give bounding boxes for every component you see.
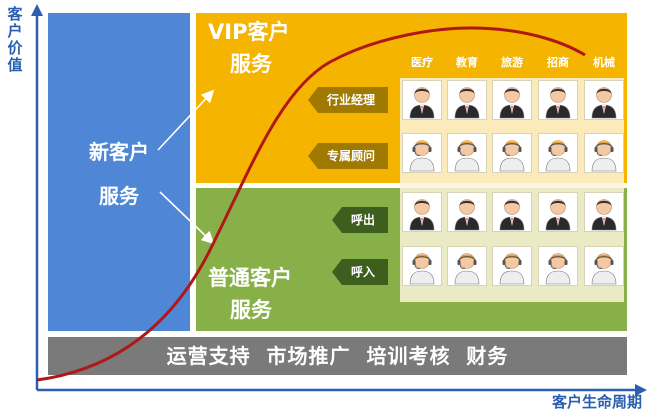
headset-agent-icon <box>403 134 441 172</box>
role-tab-dedicated-advisor: 专属顾问 <box>308 143 388 169</box>
grid-cell <box>584 80 624 120</box>
normal-label: 普通客户 服务 <box>208 262 292 326</box>
grid-cell <box>492 133 532 173</box>
grid-cell <box>538 246 578 286</box>
role-tab-outbound: 呼出 <box>332 207 388 233</box>
y-axis-arrow <box>31 4 43 16</box>
grid-cell <box>447 80 487 120</box>
businessman-icon <box>493 81 531 119</box>
grid-cell <box>538 192 578 232</box>
industry-header-investment: 招商 <box>547 56 569 69</box>
businessman-icon <box>585 81 623 119</box>
grid-cell <box>402 133 442 173</box>
grid-cell <box>402 192 442 232</box>
grid-cell <box>492 192 532 232</box>
new-customer-line2: 服务 <box>99 184 139 208</box>
arrow-to-vip <box>157 89 215 151</box>
normal-line1: 普通客户 <box>208 266 292 290</box>
vip-label: VIP客户 服务 <box>208 16 289 80</box>
businessman-icon <box>493 193 531 231</box>
new-customer-panel <box>48 13 190 331</box>
grid-cell <box>447 133 487 173</box>
headset-agent-icon <box>493 134 531 172</box>
grid-cell <box>447 246 487 286</box>
grid-cell <box>402 246 442 286</box>
businessman-icon <box>585 193 623 231</box>
businessman-icon <box>403 81 441 119</box>
grid-cell <box>447 192 487 232</box>
grid-cell <box>584 133 624 173</box>
x-axis-label: 客户生命周期 <box>551 393 642 411</box>
grid-cell <box>538 80 578 120</box>
new-customer-label: 新客户 服务 <box>48 130 190 218</box>
grid-cell <box>492 246 532 286</box>
grid-cell <box>584 192 624 232</box>
vip-line2: 服务 <box>230 52 272 76</box>
headset-agent-icon <box>448 247 486 285</box>
headset-agent-icon <box>539 247 577 285</box>
businessman-icon <box>448 193 486 231</box>
industry-header-education: 教育 <box>456 56 478 69</box>
headset-agent-icon <box>448 134 486 172</box>
grid-cell <box>492 80 532 120</box>
support-bar <box>48 337 627 375</box>
support-bar-text: 运营支持 市场推广 培训考核 财务 <box>166 344 509 368</box>
headset-agent-icon <box>585 247 623 285</box>
grid-cell <box>402 80 442 120</box>
businessman-icon <box>448 81 486 119</box>
role-tab-industry-manager: 行业经理 <box>308 87 388 113</box>
industry-header-tourism: 旅游 <box>501 56 523 69</box>
normal-line2: 服务 <box>230 298 272 322</box>
arrow-to-normal <box>159 191 215 245</box>
new-customer-line1: 新客户 <box>89 140 149 164</box>
grid-cell <box>538 133 578 173</box>
grid-cell <box>584 246 624 286</box>
customer-value-curve <box>36 26 586 382</box>
businessman-icon <box>403 193 441 231</box>
role-tab-inbound: 呼入 <box>332 259 388 285</box>
headset-agent-icon <box>585 134 623 172</box>
headset-agent-icon <box>403 247 441 285</box>
industry-header-machinery: 机械 <box>593 56 615 69</box>
vip-line1: VIP客户 <box>208 20 290 44</box>
businessman-icon <box>539 193 577 231</box>
y-axis-label: 客户价值 <box>7 5 23 74</box>
headset-agent-icon <box>493 247 531 285</box>
x-axis-arrow <box>635 384 647 396</box>
headset-agent-icon <box>539 134 577 172</box>
industry-header-medical: 医疗 <box>411 56 433 69</box>
businessman-icon <box>539 81 577 119</box>
